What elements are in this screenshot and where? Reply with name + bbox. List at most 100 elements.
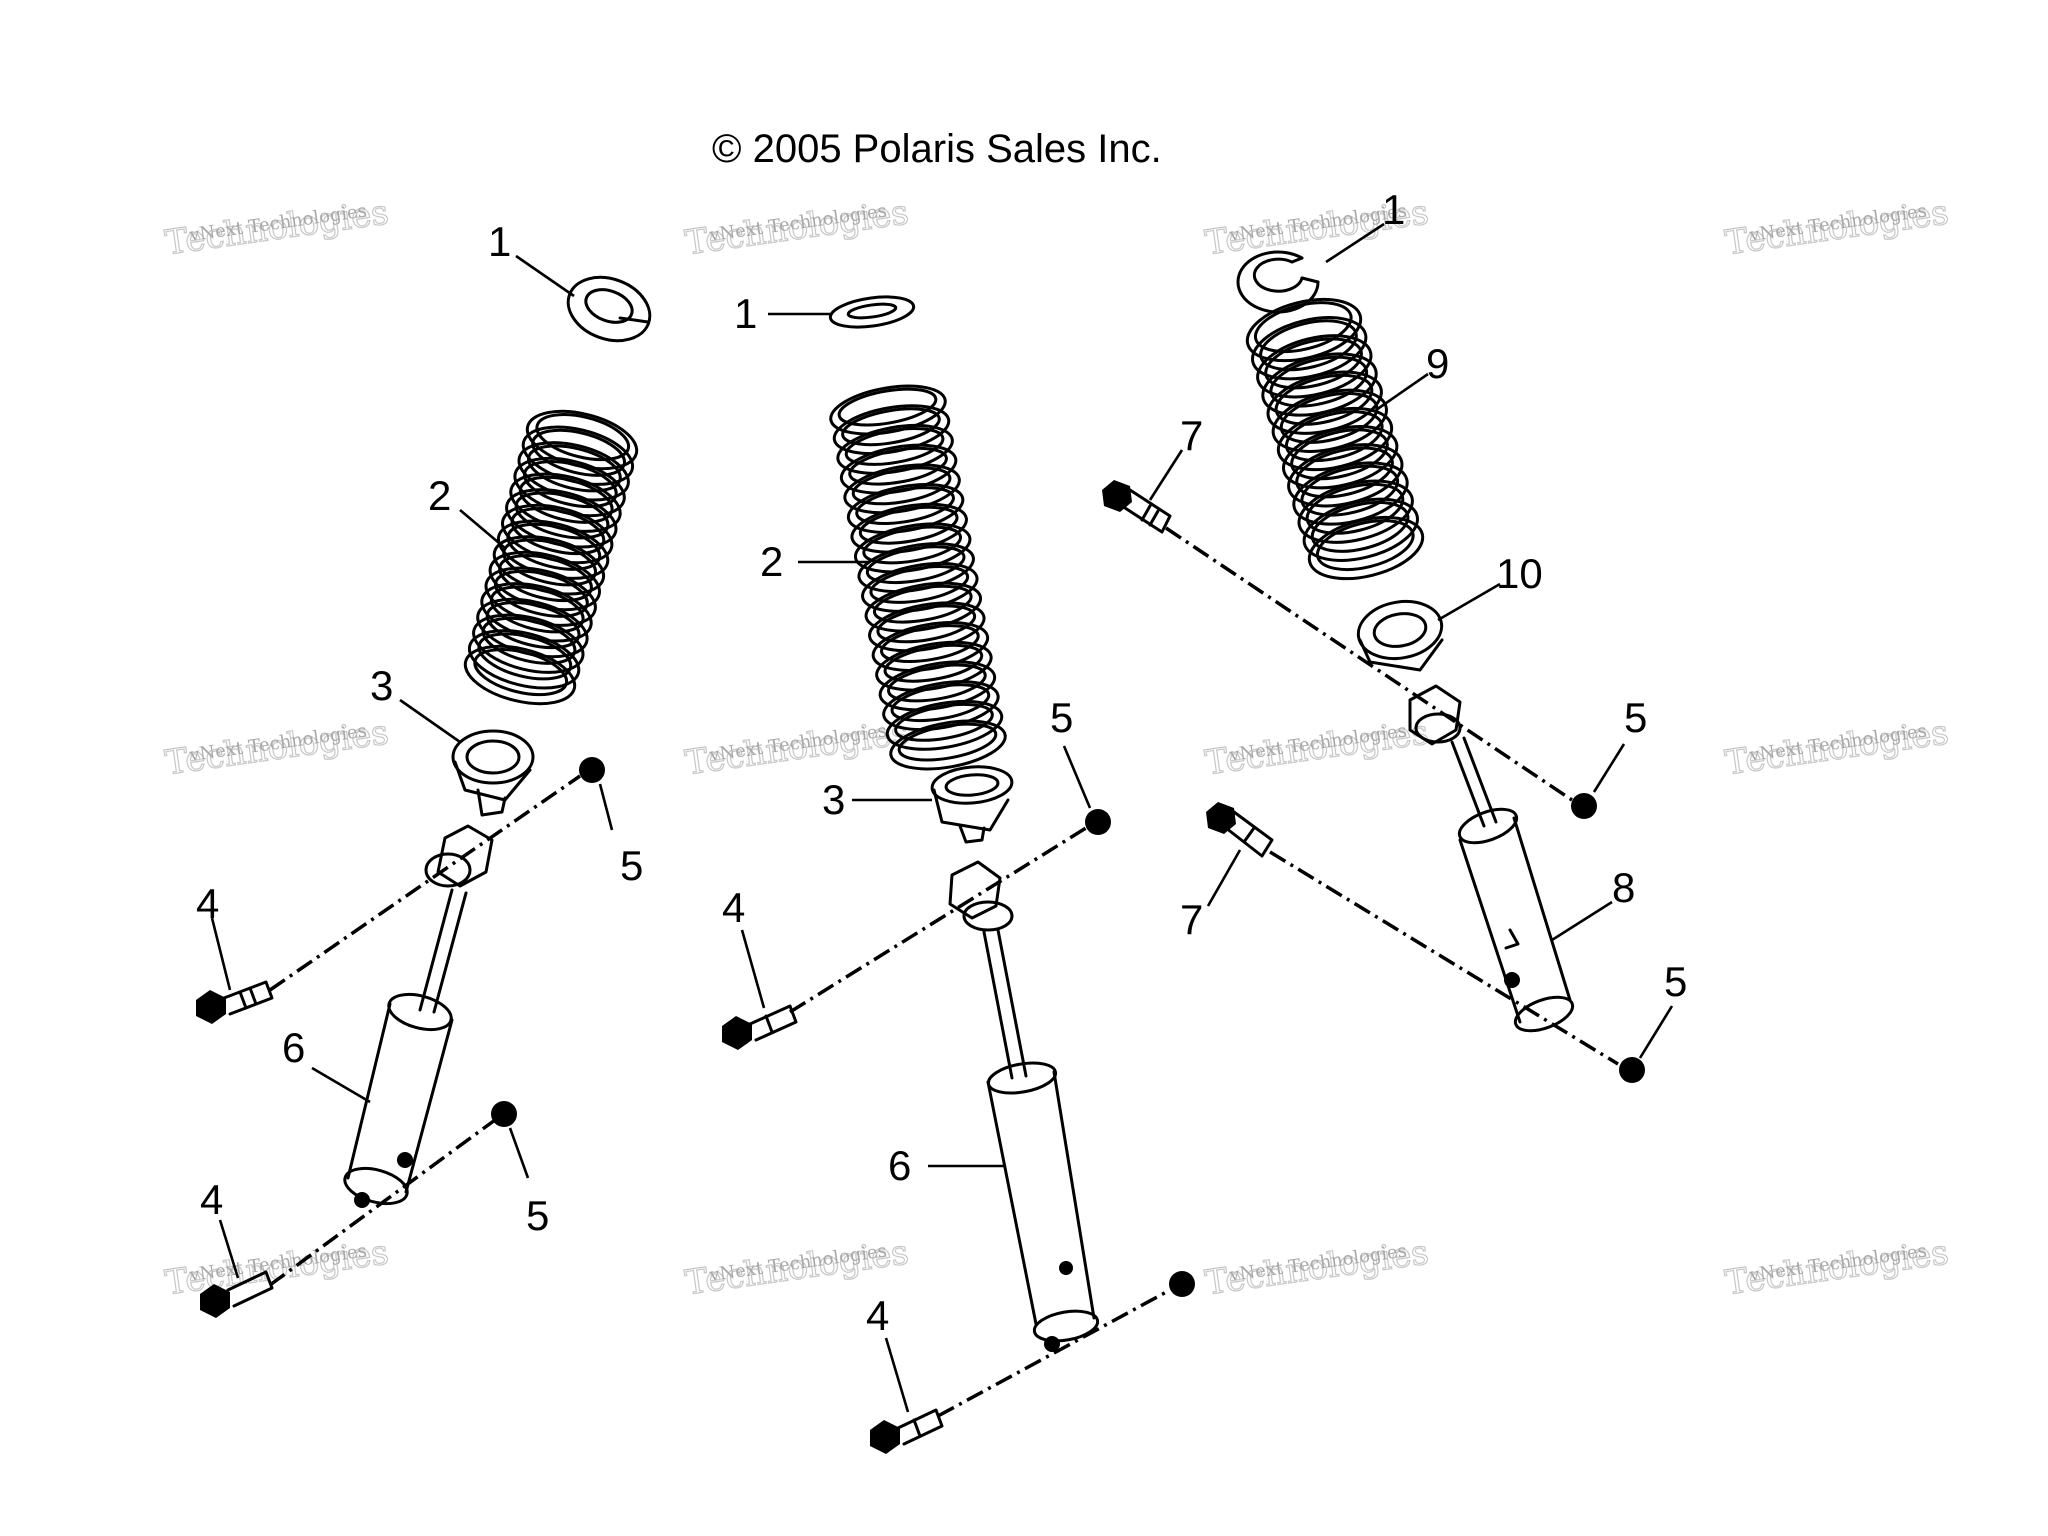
callout-nut-mid-upper: 5 <box>1050 694 1073 741</box>
spring-coil <box>885 699 1004 751</box>
spring-coil-inner <box>477 632 573 681</box>
spring-coil-inner <box>848 446 948 486</box>
spring-coil-inner <box>855 486 955 525</box>
callout-shock-right: 8 <box>1612 864 1635 911</box>
spring-coil-inner <box>535 413 631 462</box>
spring-coil-inner <box>502 538 597 587</box>
spring-coil-inner <box>887 663 987 703</box>
callout-seat-right: 10 <box>1496 550 1543 597</box>
axis-mid-upper <box>789 826 1087 1014</box>
leader-bolt-mid-lower <box>884 1337 910 1413</box>
callout-seat-mid: 3 <box>822 776 845 823</box>
watermark-r3-c1: Technologies vNext Technologies <box>162 1232 392 1304</box>
callout-retainer-right: 1 <box>1382 186 1405 233</box>
nut-mid-upper <box>1085 809 1111 835</box>
bolt-left-lower <box>200 1270 274 1318</box>
spring-coil-inner <box>890 683 991 723</box>
leader-shock-left <box>311 1066 371 1104</box>
spring-coil-inner <box>1300 464 1400 517</box>
callout-retainer-left: 1 <box>488 218 511 265</box>
bolt-mid-lower <box>870 1408 944 1454</box>
shock-absorber-left <box>343 824 494 1208</box>
spring-coil-inner <box>851 466 952 506</box>
copyright-text: © 2005 Polaris Sales Inc. <box>712 127 1162 171</box>
leader-seat-right <box>1437 582 1501 622</box>
callout-shock-left: 6 <box>282 1024 305 1071</box>
spring-coil-inner <box>522 460 618 509</box>
leader-bolt-right-upper <box>1148 449 1184 501</box>
right-assembly: 1 9 7 10 5 7 8 5 <box>1102 186 1687 1083</box>
spring-mid <box>829 384 1007 771</box>
spring-coil-inner <box>1279 391 1379 444</box>
watermark-r3-c4: Technologies vNext Technologies <box>1722 1232 1952 1304</box>
leader-retainer-left <box>515 254 575 298</box>
spring-left <box>463 409 639 706</box>
nut-left-upper <box>579 757 605 783</box>
spring-coil <box>1297 479 1414 544</box>
watermark-r1-c1: Technologies vNext Technologies <box>162 192 392 264</box>
spring-seat-right <box>1356 599 1444 672</box>
callout-nut-left-lower: 5 <box>526 1192 549 1239</box>
spring-coil-inner <box>506 522 602 571</box>
spring-coil-inner <box>485 601 581 650</box>
spring-coil-inner <box>510 507 606 556</box>
watermark-r1-c2: Technologies vNext Technologies <box>682 192 912 264</box>
watermark-r1-c4: Technologies vNext Technologies <box>1722 192 1952 264</box>
left-assembly: 1 2 3 4 5 6 4 5 <box>196 218 652 1318</box>
leader-bolt-left-lower <box>218 1219 240 1279</box>
spring-coil-inner <box>1284 410 1384 463</box>
callout-spring-left: 2 <box>428 472 451 519</box>
watermark-r2-c4: Technologies vNext Technologies <box>1722 712 1952 784</box>
leader-nut-right-upper <box>1592 743 1626 793</box>
spring-coil-inner <box>1274 373 1374 426</box>
spring-coil-inner <box>498 554 593 603</box>
watermark-r3-c3: Technologies vNext Technologies <box>1202 1232 1432 1304</box>
bolt-right-upper <box>1102 480 1172 534</box>
leader-nut-left-lower <box>508 1127 530 1179</box>
retainer-clip-left <box>566 275 652 343</box>
spring-seat-left <box>451 729 535 817</box>
callout-spring-right: 9 <box>1426 340 1449 387</box>
spring-seat-mid <box>930 765 1014 844</box>
callout-nut-right-upper: 5 <box>1624 694 1647 741</box>
nut-right-lower <box>1619 1057 1645 1083</box>
spring-coil-inner <box>880 624 980 663</box>
spring-coil-inner <box>1259 319 1358 372</box>
spring-coil-inner <box>862 525 963 565</box>
axis-mid-lower <box>937 1288 1171 1418</box>
leader-bolt-right-lower <box>1206 849 1242 907</box>
middle-assembly: 1 2 3 4 5 6 4 <box>722 290 1195 1454</box>
leader-shock-right <box>1551 900 1613 942</box>
spring-coil-inner <box>481 616 577 665</box>
watermark-r2-c2: Technologies vNext Technologies <box>682 712 912 784</box>
leader-spring-right <box>1375 372 1429 412</box>
spring-coil-inner <box>1305 482 1405 535</box>
spring-coil-inner <box>865 545 966 585</box>
bolt-mid-upper <box>722 1004 798 1050</box>
leader-seat-left <box>399 698 461 744</box>
callout-bolt-right-upper: 7 <box>1180 412 1203 459</box>
spring-coil-inner <box>872 584 973 624</box>
nut-mid-lower <box>1169 1271 1195 1297</box>
spring-coil-inner <box>514 491 610 540</box>
watermark-r2-c1: Technologies vNext Technologies <box>162 712 392 784</box>
callout-spring-mid: 2 <box>760 538 783 585</box>
spring-coil-inner <box>844 427 945 466</box>
spring-coil-inner <box>894 702 994 742</box>
callout-bolt-right-lower: 7 <box>1180 896 1203 943</box>
spring-coil-inner <box>1315 519 1415 572</box>
callout-retainer-mid: 1 <box>734 290 757 337</box>
spring-coil-inner <box>876 604 977 644</box>
callout-bolt-mid-lower: 4 <box>866 1292 889 1339</box>
leader-bolt-left-upper <box>210 917 232 991</box>
spring-coil-inner <box>1290 428 1389 481</box>
leader-spring-left <box>459 509 506 549</box>
spring-coil-inner <box>531 428 626 477</box>
shock-absorber-right <box>1408 684 1575 1033</box>
bolt-left-upper <box>196 980 274 1024</box>
callout-nut-right-lower: 5 <box>1664 958 1687 1005</box>
leader-retainer-right <box>1325 222 1385 264</box>
spring-coil-inner <box>473 648 569 697</box>
nut-right-upper <box>1571 793 1597 819</box>
